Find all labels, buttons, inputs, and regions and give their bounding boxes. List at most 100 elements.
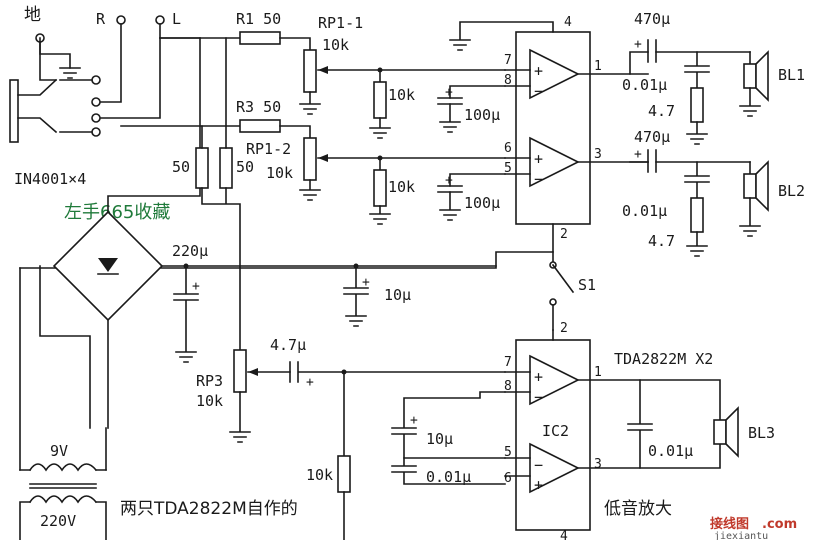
svg-text:−: − bbox=[534, 388, 543, 406]
c470-top-label: 470μ bbox=[634, 10, 670, 28]
c220-label: 220μ bbox=[172, 242, 208, 260]
resistor-r1 bbox=[239, 31, 281, 45]
bl1-label: BL1 bbox=[778, 66, 805, 84]
c001-top-label: 0.01μ bbox=[622, 76, 667, 94]
resistor-4-7-top bbox=[690, 87, 704, 123]
potentiometer-rp1-2 bbox=[303, 137, 317, 181]
audio-jack bbox=[9, 15, 165, 143]
c001-bass-label: 0.01μ bbox=[648, 442, 693, 460]
resistor-50-right bbox=[219, 147, 233, 189]
site-watermark-url: jiexiantu bbox=[714, 531, 768, 540]
svg-text:7: 7 bbox=[504, 355, 512, 370]
r47-top-label: 4.7 bbox=[648, 102, 675, 120]
bass-amp-label: 低音放大 bbox=[604, 499, 672, 519]
svg-text:−: − bbox=[534, 82, 543, 100]
svg-text:+: + bbox=[306, 375, 314, 390]
s1-label: S1 bbox=[578, 276, 596, 294]
svg-text:3: 3 bbox=[594, 147, 602, 162]
svg-text:+: + bbox=[410, 413, 418, 428]
r47-bottom-label: 4.7 bbox=[648, 232, 675, 250]
rp1-1-value: 10k bbox=[322, 36, 349, 54]
c470-bottom-label: 470μ bbox=[634, 128, 670, 146]
svg-text:+: + bbox=[192, 279, 200, 294]
right-label: R bbox=[96, 10, 106, 28]
rp1-2-value: 10k bbox=[266, 164, 293, 182]
svg-text:5: 5 bbox=[504, 445, 512, 460]
amp-triangle-2 bbox=[529, 136, 580, 188]
svg-text:5: 5 bbox=[504, 161, 512, 176]
r10k-bass-label: 10k bbox=[306, 466, 333, 484]
svg-text:2: 2 bbox=[560, 321, 568, 336]
watermark-green: 左手665收藏 bbox=[64, 202, 170, 223]
rp3-value: 10k bbox=[196, 392, 223, 410]
switch-s1 bbox=[551, 263, 575, 294]
c001-bottom-label: 0.01μ bbox=[622, 202, 667, 220]
potentiometer-rp3 bbox=[233, 349, 247, 393]
r3-label: R3 50 bbox=[236, 98, 281, 116]
c100-bottom-label: 100μ bbox=[464, 194, 500, 212]
diode-label: IN4001×4 bbox=[14, 170, 86, 188]
r10k-bottom-label: 10k bbox=[388, 178, 415, 196]
ic2-label: IC2 bbox=[542, 422, 569, 440]
svg-text:2: 2 bbox=[560, 227, 568, 242]
svg-text:+: + bbox=[634, 37, 642, 52]
svg-text:+: + bbox=[534, 368, 543, 386]
c001-ic2-label: 0.01μ bbox=[426, 468, 471, 486]
c100-top-label: 100μ bbox=[464, 106, 500, 124]
speaker-bl3 bbox=[713, 406, 739, 458]
left-terminal bbox=[155, 15, 165, 25]
rp1-1-label: RP1-1 bbox=[318, 14, 363, 32]
potentiometer-rp1-1 bbox=[303, 49, 317, 93]
svg-text:+: + bbox=[445, 173, 453, 188]
svg-text:1: 1 bbox=[594, 365, 602, 380]
svg-text:+: + bbox=[534, 150, 543, 168]
amp-triangle-4 bbox=[529, 442, 580, 494]
resistor-10k-bottom bbox=[373, 169, 387, 207]
svg-text:+: + bbox=[634, 147, 642, 162]
svg-text:3: 3 bbox=[594, 457, 602, 472]
resistor-50-left bbox=[195, 147, 209, 189]
svg-text:+: + bbox=[445, 85, 453, 100]
site-watermark-com: .com bbox=[762, 517, 797, 532]
left-label: L bbox=[172, 10, 181, 28]
ground-label: 地 bbox=[24, 5, 41, 25]
svg-text:−: − bbox=[534, 170, 543, 188]
rp3-label: RP3 bbox=[196, 372, 223, 390]
v220-label: 220V bbox=[40, 512, 76, 530]
svg-text:4: 4 bbox=[560, 529, 568, 540]
svg-text:8: 8 bbox=[504, 379, 512, 394]
resistor-10k-top bbox=[373, 81, 387, 119]
rp1-2-label: RP1-2 bbox=[246, 140, 291, 158]
c47-label: 4.7μ bbox=[270, 336, 306, 354]
chip-label: TDA2822M X2 bbox=[614, 350, 713, 368]
v9-label: 9V bbox=[50, 442, 68, 460]
r50-right-label: 50 bbox=[236, 158, 254, 176]
amp-triangle-1 bbox=[529, 48, 580, 100]
resistor-10k-bass bbox=[337, 455, 351, 493]
site-watermark-cn: 接线图 bbox=[710, 516, 749, 532]
transformer-secondary bbox=[28, 463, 98, 472]
r50-left-label: 50 bbox=[172, 158, 190, 176]
right-terminal bbox=[116, 15, 126, 25]
amp-triangle-3 bbox=[529, 354, 580, 406]
r1-label: R1 50 bbox=[236, 10, 281, 28]
transformer-primary bbox=[28, 495, 98, 504]
c10-top-label: 10μ bbox=[384, 286, 411, 304]
svg-text:8: 8 bbox=[504, 73, 512, 88]
c10-ic2-label: 10μ bbox=[426, 430, 453, 448]
bl3-label: BL3 bbox=[748, 424, 775, 442]
svg-text:7: 7 bbox=[504, 53, 512, 68]
resistor-r3 bbox=[239, 119, 281, 133]
resistor-4-7-bottom bbox=[690, 197, 704, 233]
speaker-bl2 bbox=[739, 160, 769, 237]
svg-text:4: 4 bbox=[564, 15, 572, 30]
svg-text:−: − bbox=[534, 456, 543, 474]
svg-text:+: + bbox=[534, 62, 543, 80]
bottom-caption: 两只TDA2822M自作的 bbox=[120, 499, 298, 519]
bl2-label: BL2 bbox=[778, 182, 805, 200]
svg-text:6: 6 bbox=[504, 141, 512, 156]
speaker-bl1 bbox=[739, 50, 769, 117]
r10k-top-label: 10k bbox=[388, 86, 415, 104]
svg-text:6: 6 bbox=[504, 471, 512, 486]
